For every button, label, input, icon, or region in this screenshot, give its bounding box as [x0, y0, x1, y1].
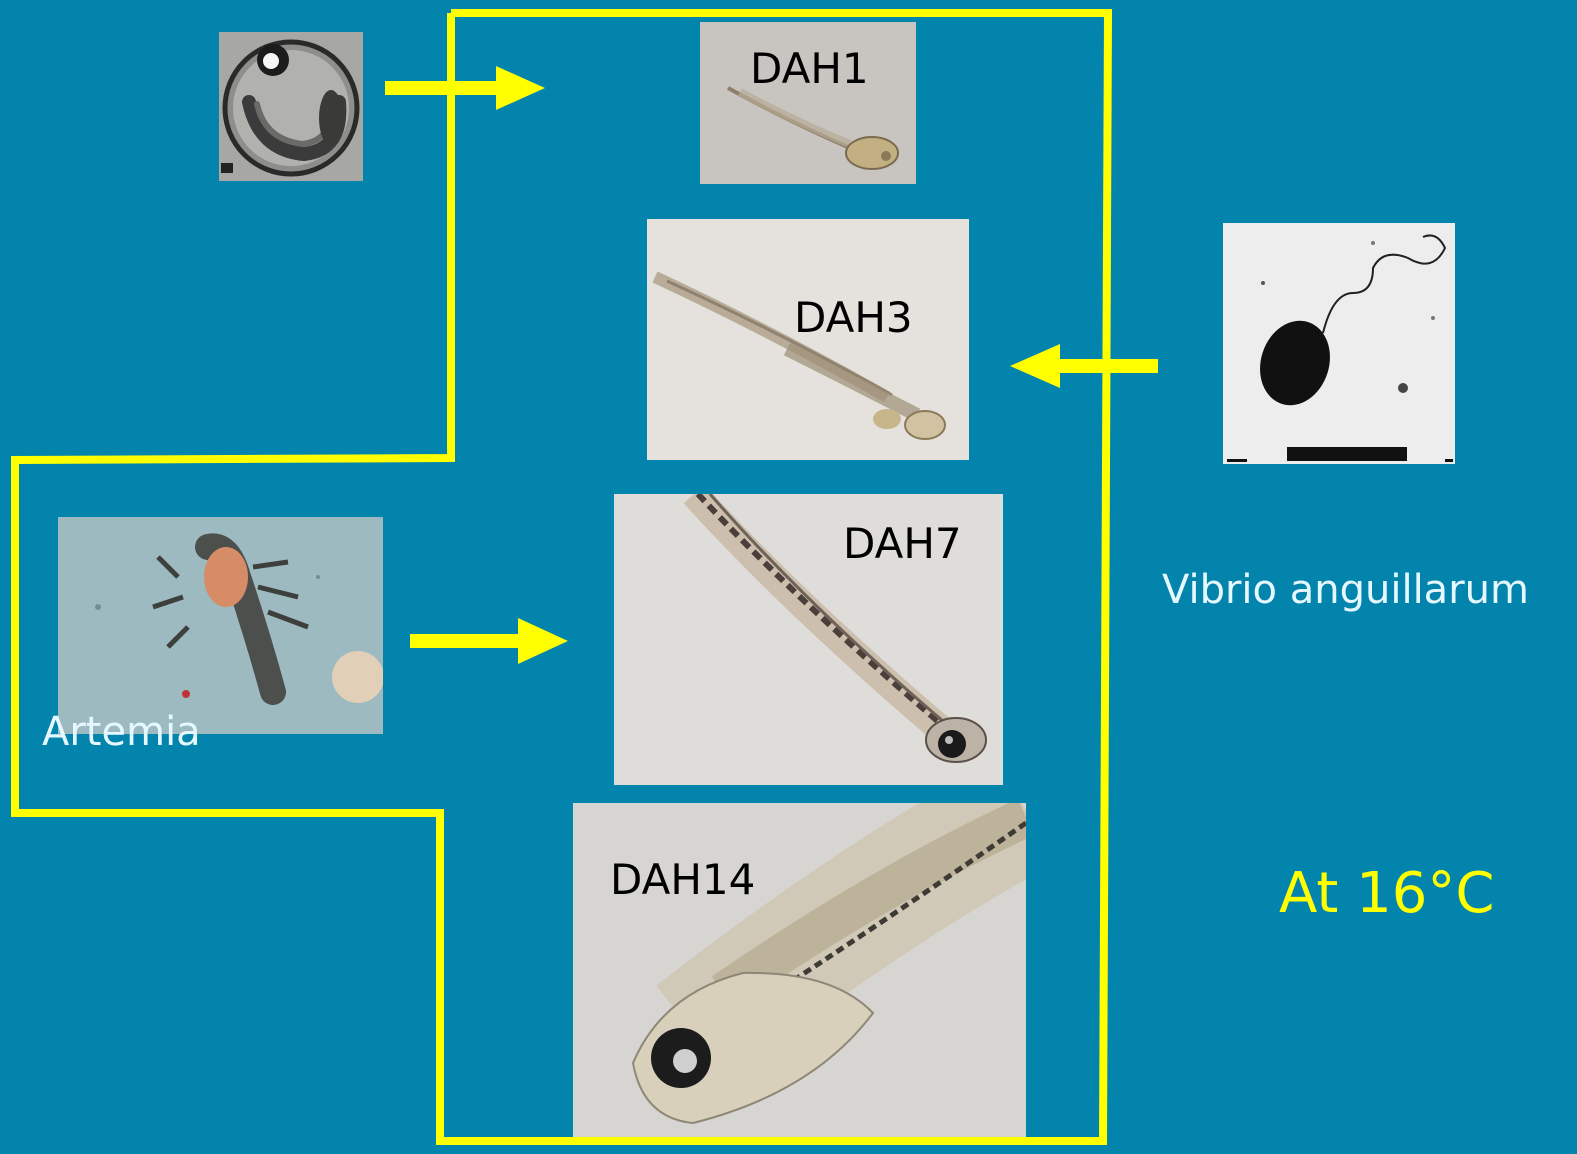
dah14-photo: DAH14	[573, 803, 1026, 1144]
egg-image	[219, 32, 363, 181]
vibrio-label: Vibrio anguillarum	[1162, 570, 1529, 610]
dah1-label: DAH1	[750, 48, 869, 90]
dah7-label: DAH7	[843, 523, 962, 565]
dah14-label: DAH14	[610, 859, 755, 901]
dah7-photo: DAH7	[614, 494, 1003, 785]
dah3-photo: DAH3	[647, 219, 969, 460]
artemia-image	[58, 517, 383, 734]
vibrio-image	[1223, 223, 1455, 464]
dah1-photo: DAH1	[700, 22, 916, 184]
dah3-label: DAH3	[794, 297, 913, 339]
artemia-label: Artemia	[42, 712, 201, 752]
vibrio-to-dah3-arrow	[1010, 344, 1158, 388]
artemia-to-dah7-arrow	[410, 618, 568, 664]
temperature-label: At 16°C	[1279, 866, 1494, 922]
egg-to-dah1-arrow	[385, 66, 545, 110]
